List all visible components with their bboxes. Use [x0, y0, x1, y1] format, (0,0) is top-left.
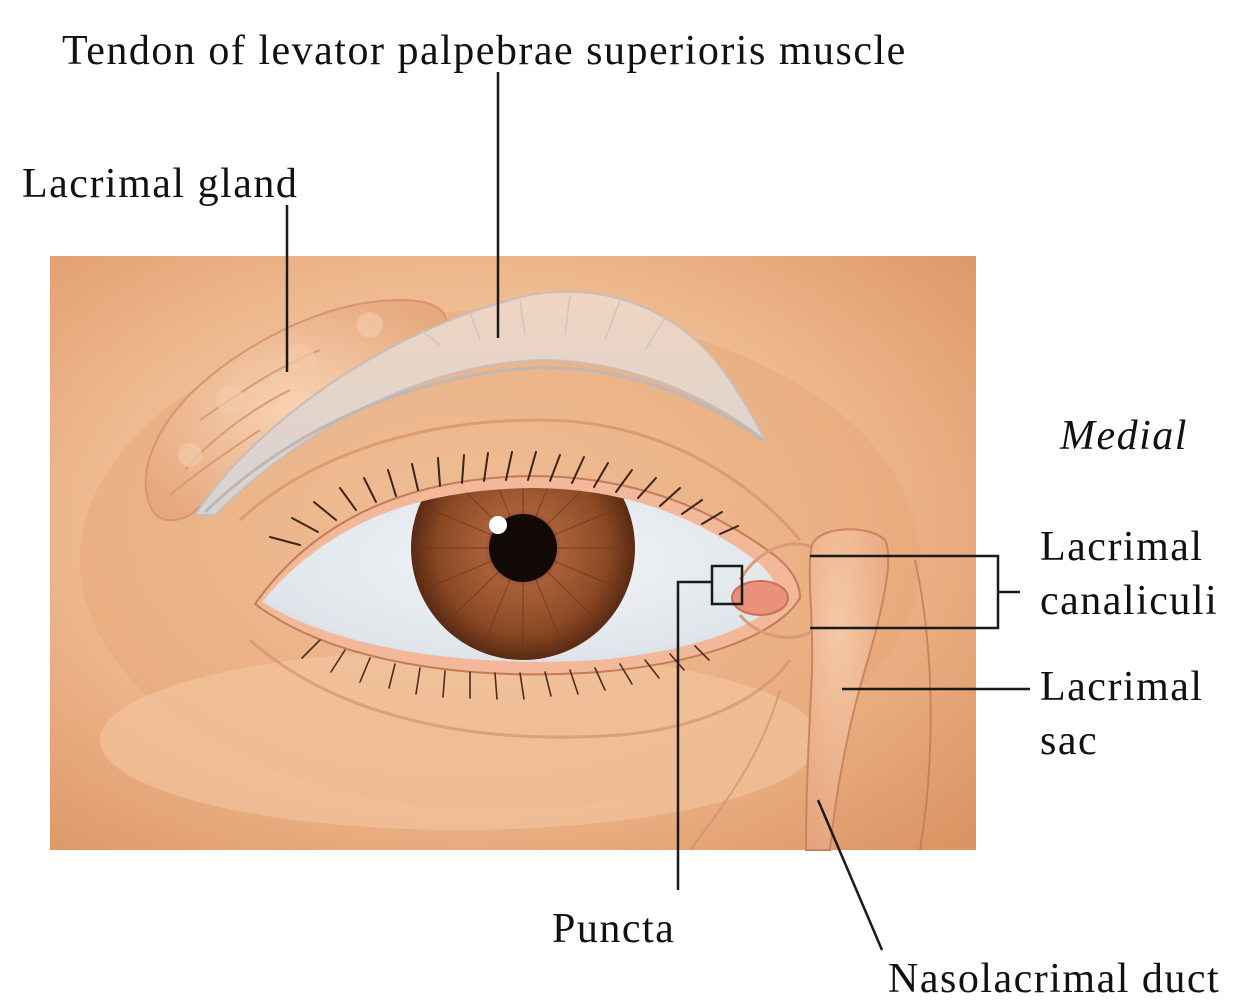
label-lacrimal-canaliculi-line2: canaliculi: [1040, 574, 1218, 628]
label-lacrimal-sac-line1: Lacrimal: [1040, 660, 1204, 714]
caruncle: [732, 581, 788, 615]
label-nasolacrimal-duct: Nasolacrimal duct: [888, 958, 1220, 1000]
label-lacrimal-canaliculi: Lacrimal canaliculi: [1040, 520, 1218, 628]
pupil-highlight: [489, 516, 507, 534]
label-lacrimal-canaliculi-line1: Lacrimal: [1040, 520, 1218, 574]
label-lacrimal-sac: Lacrimal sac: [1040, 660, 1204, 768]
label-medial: Medial: [1060, 415, 1188, 457]
label-lacrimal-gland: Lacrimal gland: [22, 163, 298, 205]
label-tendon: Tendon of levator palpebrae superioris m…: [62, 30, 907, 72]
cheek-highlight: [100, 650, 820, 830]
label-lacrimal-sac-line2: sac: [1040, 714, 1204, 768]
label-puncta: Puncta: [552, 908, 675, 950]
